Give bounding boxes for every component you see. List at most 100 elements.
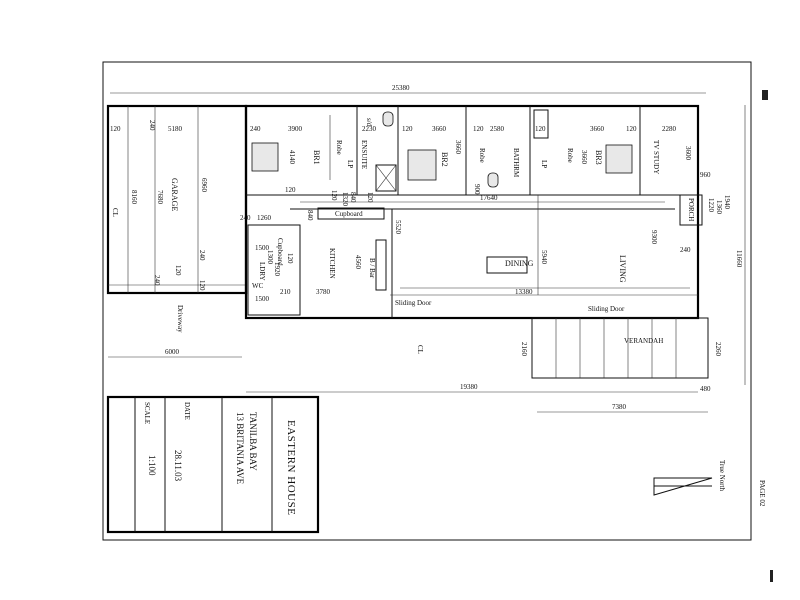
- title-address-line1: 13 BRITANIA AVE: [235, 412, 245, 485]
- room-label-wc: WC: [252, 282, 264, 290]
- dim-overall-depth: 11660: [735, 250, 743, 268]
- dim-kitchen-width: 3780: [316, 288, 331, 296]
- label-robe-1: Robe: [335, 140, 343, 155]
- porch-outline: [679, 194, 703, 226]
- title-scale-value: 1:100: [147, 455, 157, 476]
- dim-hall-length: 17640: [480, 194, 498, 202]
- dim-240-l: 240: [240, 214, 251, 222]
- dim-br2-width: 3660: [432, 125, 447, 133]
- dim-garage-depth-1: 8160: [130, 190, 138, 205]
- toilet-bath: [487, 172, 499, 188]
- dim-120-k3: 120: [285, 186, 296, 194]
- room-label-kitchen: KITCHEN: [328, 248, 336, 279]
- dim-240-br1: 240: [250, 125, 261, 133]
- sheet-border: [102, 61, 752, 541]
- label-bbar: B / Bar: [368, 258, 376, 279]
- dim-120-garage-b: 120: [174, 265, 182, 276]
- dim-overall-width: 25380: [392, 84, 410, 92]
- title-date-label: DATE: [183, 402, 191, 420]
- dim-240-garage: 240: [148, 120, 156, 131]
- dim-120-k: 120: [330, 190, 338, 201]
- dim-br3-width: 3660: [590, 125, 605, 133]
- scan-artifact-2: [770, 570, 773, 582]
- dim-garage-width: 5180: [168, 125, 183, 133]
- dim-1360: 1360: [715, 200, 723, 215]
- label-sliding-door-1: Sliding Door: [395, 299, 432, 307]
- laundry-block: [247, 224, 301, 316]
- dim-study-depth: 3600: [684, 146, 692, 161]
- room-label-br1: BR1: [312, 150, 321, 165]
- house-outline: [244, 104, 700, 320]
- title-address-line2: TANILBA BAY: [248, 412, 258, 471]
- dim-ens-width: 2230: [362, 125, 377, 133]
- label-sd: s/d: [365, 118, 373, 127]
- dim-840: 840: [306, 210, 314, 221]
- bed-br3: [605, 144, 633, 174]
- room-label-porch: PORCH: [687, 198, 695, 221]
- label-robe-3: Robe: [566, 148, 574, 163]
- dim-240-garage-c: 240: [153, 275, 161, 286]
- dim-1300: 1300: [266, 250, 274, 265]
- dim-br3-depth: 3660: [580, 150, 588, 165]
- dim-kitchen-depth: 4560: [354, 255, 362, 270]
- dim-2260: 2260: [714, 342, 722, 357]
- dim-120-garage-c: 120: [198, 280, 206, 291]
- toilet-ensuite: [382, 111, 394, 127]
- verandah-outline: [531, 317, 709, 379]
- bench-bbar: [375, 239, 387, 291]
- label-driveway: Driveway: [176, 305, 184, 333]
- dim-1940: 1940: [723, 195, 731, 210]
- dim-120-br3: 120: [626, 125, 637, 133]
- dim-19380: 19380: [460, 383, 478, 391]
- bed-br2: [407, 149, 437, 181]
- room-label-bathroom: BATHRM: [512, 148, 520, 178]
- room-label-ensuite: ENSUITE: [360, 140, 368, 169]
- dim-study-width: 2280: [662, 125, 677, 133]
- label-lp-2: LP: [540, 160, 548, 168]
- dim-1220: 1220: [707, 198, 715, 213]
- room-label-br2: BR2: [440, 152, 449, 167]
- room-label-living: LIVING: [618, 255, 627, 283]
- title-date-value: 28.11.03: [173, 450, 183, 482]
- label-cupboard-top: Cupboard: [335, 210, 363, 218]
- title-house-name: EASTERN HOUSE: [285, 420, 297, 515]
- dim-210: 210: [280, 288, 291, 296]
- dim-1500-b: 1500: [255, 295, 270, 303]
- label-cupboard-side: Cupboard: [276, 238, 284, 266]
- room-label-verandah: VERANDAH: [624, 337, 663, 345]
- shower-ensuite: [375, 164, 397, 192]
- room-label-dining: DINING: [505, 259, 534, 268]
- dim-840-b: 840: [349, 192, 357, 203]
- dim-120-k2: 120: [366, 192, 374, 203]
- dim-120-garage: 120: [110, 125, 121, 133]
- title-block: [106, 395, 320, 534]
- dim-garage-depth-2: 7680: [156, 190, 164, 205]
- dim-1260: 1260: [257, 214, 272, 222]
- label-sliding-door-2: Sliding Door: [588, 305, 625, 313]
- bed-br1: [251, 142, 279, 172]
- room-label-garage: GARAGE: [170, 178, 179, 211]
- dim-120-l2: 120: [286, 253, 294, 264]
- scan-artifact-1: [762, 90, 768, 100]
- dim-living-width: 13380: [515, 288, 533, 296]
- dim-5940: 5940: [540, 250, 548, 265]
- dim-900: 900: [473, 184, 481, 195]
- label-cl-bottom: CL: [416, 345, 424, 354]
- dim-120-br2: 120: [473, 125, 484, 133]
- dim-240-garage-b: 240: [198, 250, 206, 261]
- shower-x2: [375, 164, 397, 192]
- north-label: True North: [718, 460, 726, 492]
- dim-960: 960: [700, 171, 711, 179]
- label-cl-left: CL: [111, 208, 119, 217]
- dim-120-ens: 120: [402, 125, 413, 133]
- dim-br2-depth: 3660: [454, 140, 462, 155]
- page-label: PAGE 02: [758, 480, 766, 507]
- room-label-br3: BR3: [594, 150, 603, 165]
- dim-9300: 9300: [650, 230, 658, 245]
- dim-1500-a: 1500: [255, 244, 270, 252]
- dim-garage-depth-3: 6960: [200, 178, 208, 193]
- dim-br1-width: 3900: [288, 125, 303, 133]
- dim-1320: 1320: [341, 192, 349, 207]
- bath-tub: [533, 109, 549, 139]
